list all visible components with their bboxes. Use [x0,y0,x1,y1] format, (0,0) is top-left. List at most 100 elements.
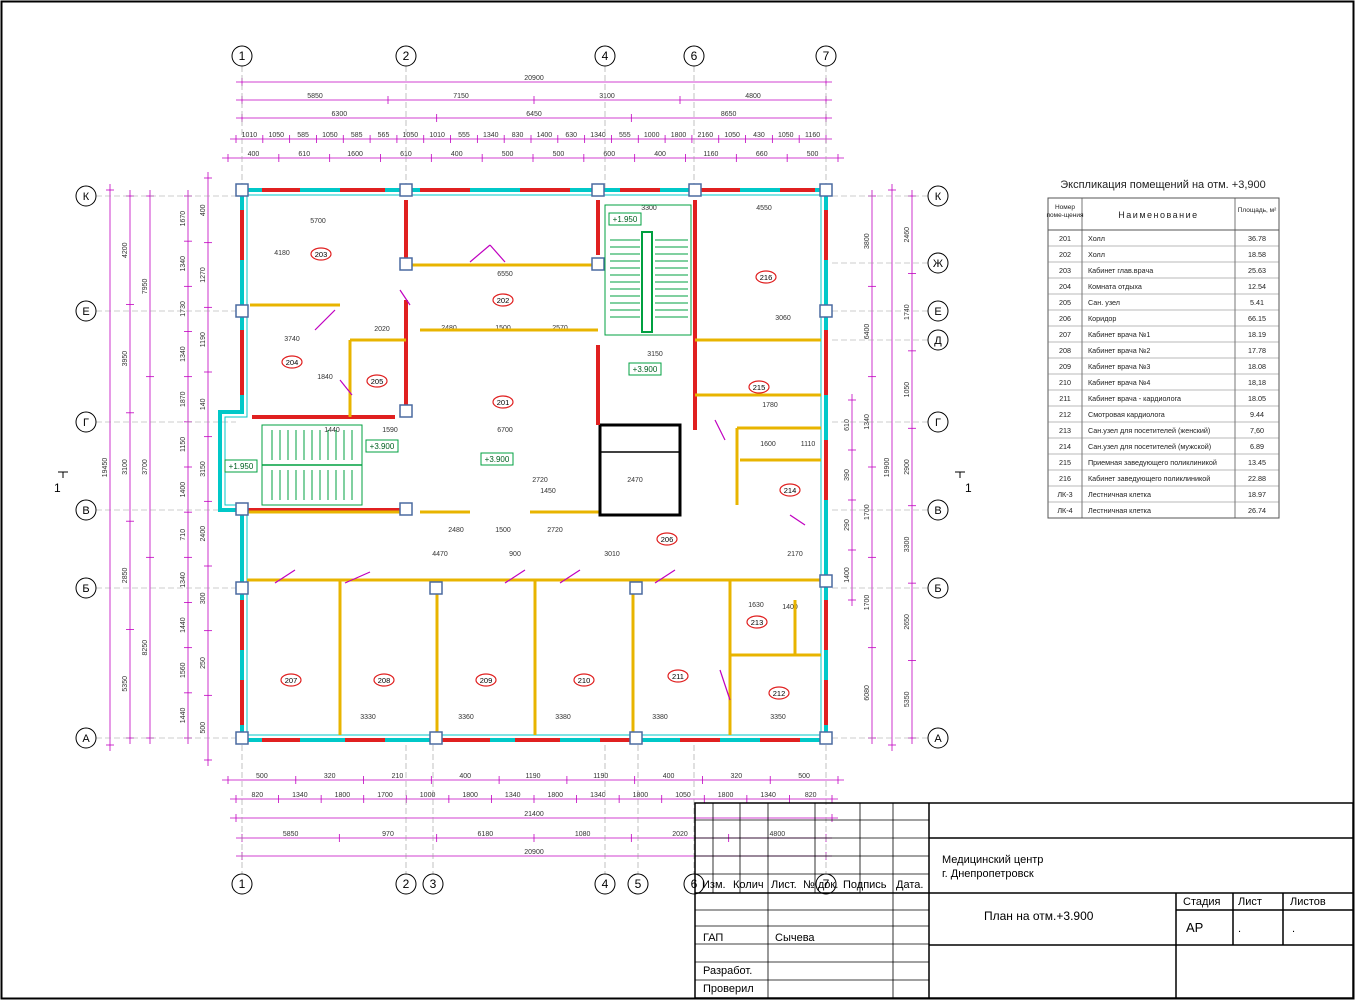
room-number-207: 207 [285,676,298,685]
dim-top-row3-label: 1010 [429,132,445,139]
elevation-marks: +3.900+3.900+3.900+1.950+1.950 [224,212,662,473]
section-mark-left: 1 [54,481,61,495]
axis-bubble-left-Е [75,300,97,322]
axis-bubble-right-Д [927,329,949,351]
dim-top-row4-label: 610 [400,151,412,158]
dim-right-a-label: 1740 [904,304,911,320]
dim-left-d-label: 140 [200,398,207,410]
stage-label: Стадия [1183,896,1221,908]
room-number-204: 204 [286,358,299,367]
explication-row-name: Холл [1088,250,1105,259]
dim-top-row3-label: 1010 [242,132,258,139]
name-gap: Сычева [775,932,815,944]
dim-left-d-label: 2400 [200,526,207,542]
dim-left-c-label: 1440 [180,617,187,633]
room-bubble-210 [573,673,595,687]
dim-right-overall-label: 19900 [884,458,891,478]
dim-top-overall-label: 20900 [524,75,544,82]
elevation-box [628,362,662,376]
room-bubble-206 [656,532,678,546]
inner-dim-label: 3150 [647,351,663,358]
dim-bottom-overall-b-label: 20900 [524,849,544,856]
org-line-2: г. Днепропетровск [942,868,1034,880]
explication-header-num: поме-щения [1046,212,1083,219]
dim-bottom-overall-a-label: 21400 [524,811,544,818]
title-block [694,802,1354,999]
dim-left-d-label: 1190 [200,332,207,347]
dim-bottom-row3-label: 1080 [575,831,591,838]
room-bubble-214 [779,483,801,497]
dim-left-overall-label: 19450 [102,458,109,478]
axis-bubble-top-7 [815,45,837,67]
dim-bottom-row2-label: 1340 [760,792,776,799]
room-number-202: 202 [497,296,510,305]
dim-top-row2-label: 6450 [526,111,542,118]
room-bubble-213 [746,615,768,629]
axis-bubble-top-4 [594,45,616,67]
room-bubble-211 [667,669,689,683]
inner-dim-label: 4470 [432,551,448,558]
axis-bubble-bottom-5 [627,873,649,895]
inner-dim-label: 3380 [652,714,668,721]
explication-row-num: 214 [1059,442,1071,451]
inner-dim-label: 1400 [782,604,798,611]
inner-dim-label: 1600 [760,441,776,448]
explication-header-num: Номер [1055,204,1075,211]
explication-row-num: 205 [1059,298,1071,307]
building-walls [218,183,833,745]
dim-right-a-label: 1050 [904,382,911,398]
dim-right-a-label: 2650 [904,614,911,630]
axis-label-top-6: 6 [691,49,698,63]
explication-row-num: 211 [1059,394,1070,403]
dim-top-row3-label: 1340 [590,132,606,139]
room-number-216: 216 [760,273,773,282]
stage-value: АР [1186,920,1203,935]
dim-right-c-label: 1400 [844,567,851,583]
axis-bubble-left-Г [75,411,97,433]
explication-row-name: Кабинет врача №3 [1088,362,1150,371]
dim-left-a-label: 7950 [142,278,149,294]
dim-left-d-label: 500 [200,722,207,734]
staircase-right [604,204,692,336]
dim-top-row3-label: 555 [619,132,631,139]
explication-table: Экспликация помещений на отм. +3,900 Ном… [1046,179,1280,519]
header-sign: Подпись [843,879,887,891]
dim-right-a-label: 3300 [904,537,911,553]
inner-dim-label: 3350 [770,714,786,721]
explication-row-area: 18.05 [1248,394,1266,403]
explication-row-area: 13.45 [1248,458,1266,467]
explication-row-name: Коридор [1088,314,1116,323]
inner-dim-label: 1630 [748,602,764,609]
inner-dim-label: 2170 [787,551,803,558]
dim-bottom-row1-label: 500 [256,773,268,780]
dim-right-c-label: 610 [844,419,851,431]
inner-dim-label: 3330 [360,714,376,721]
explication-row-num: 204 [1059,282,1071,291]
elevation-label: +3.900 [370,442,395,451]
dim-bottom-row2-label: 820 [805,792,817,799]
axis-label-bottom-2: 2 [403,877,410,891]
dim-top-row3-label: 2160 [698,132,714,139]
explication-row-name: Сан.узел для посетителей (женский) [1088,426,1210,435]
explication-row-area: 18.97 [1248,490,1266,499]
room-number-205: 205 [371,377,384,386]
explication-row-area: 6.89 [1250,442,1264,451]
dim-bottom-row3-label: 2020 [672,831,688,838]
dim-bottom-row2-label: 1340 [505,792,521,799]
header-izm: Изм. [702,879,726,891]
header-doc: № док. [803,879,838,891]
sheet-value: . [1238,923,1241,935]
elevation-label: +1.950 [613,215,638,224]
room-bubble-207 [280,673,302,687]
dim-top-row4-label: 1600 [347,151,363,158]
inner-dim-label: 3360 [458,714,474,721]
explication-title: Экспликация помещений на отм. +3,900 [1060,179,1266,191]
explication-row-num: 207 [1059,330,1071,339]
door-swings [274,244,806,701]
dim-left-d-label: 1270 [200,267,207,283]
dim-bottom-row1-label: 400 [663,773,675,780]
dim-top-row2-label: 6300 [332,111,348,118]
room-number-214: 214 [784,486,797,495]
dim-top-row3-label: 565 [378,132,390,139]
room-number-206: 206 [661,535,674,544]
